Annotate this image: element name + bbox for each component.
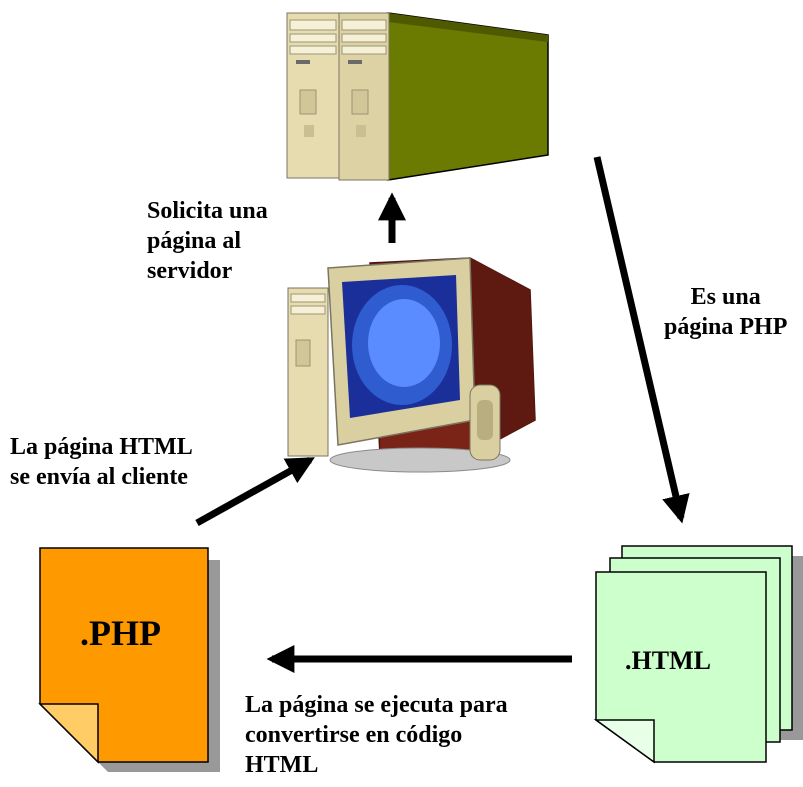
is-php-label: Es una página PHP — [664, 282, 787, 342]
arrows — [195, 156, 690, 673]
html-document-stack-icon — [593, 545, 803, 764]
send-html-label-line: La página HTML — [10, 434, 193, 460]
request-label-line: página al — [147, 228, 242, 254]
execute-label-line: HTML — [245, 752, 319, 778]
request-label-line: servidor — [147, 258, 233, 284]
request-label: Solicita una página al servidor — [147, 196, 268, 286]
html-document-label: .HTML — [625, 646, 711, 675]
is-php-label-line: Es una — [690, 284, 761, 310]
php-document-label: .PHP — [80, 613, 161, 653]
execute-label: La página se ejecuta para convertirse en… — [245, 690, 508, 780]
is-php-label-line: página PHP — [664, 314, 788, 340]
arrow-server-to-html — [593, 156, 690, 524]
execute-label-line: La página se ejecuta para — [245, 692, 508, 718]
server-tower-icon — [286, 12, 549, 181]
execute-label-line: convertirse en código — [245, 722, 463, 748]
php-document-icon — [38, 547, 220, 772]
request-label-line: Solicita una — [147, 198, 268, 224]
send-html-label-line: se envía al cliente — [10, 464, 188, 490]
send-html-label: La página HTML se envía al cliente — [10, 432, 193, 492]
arrow-php-to-client — [195, 456, 315, 527]
desktop-computer-icon — [287, 257, 536, 473]
